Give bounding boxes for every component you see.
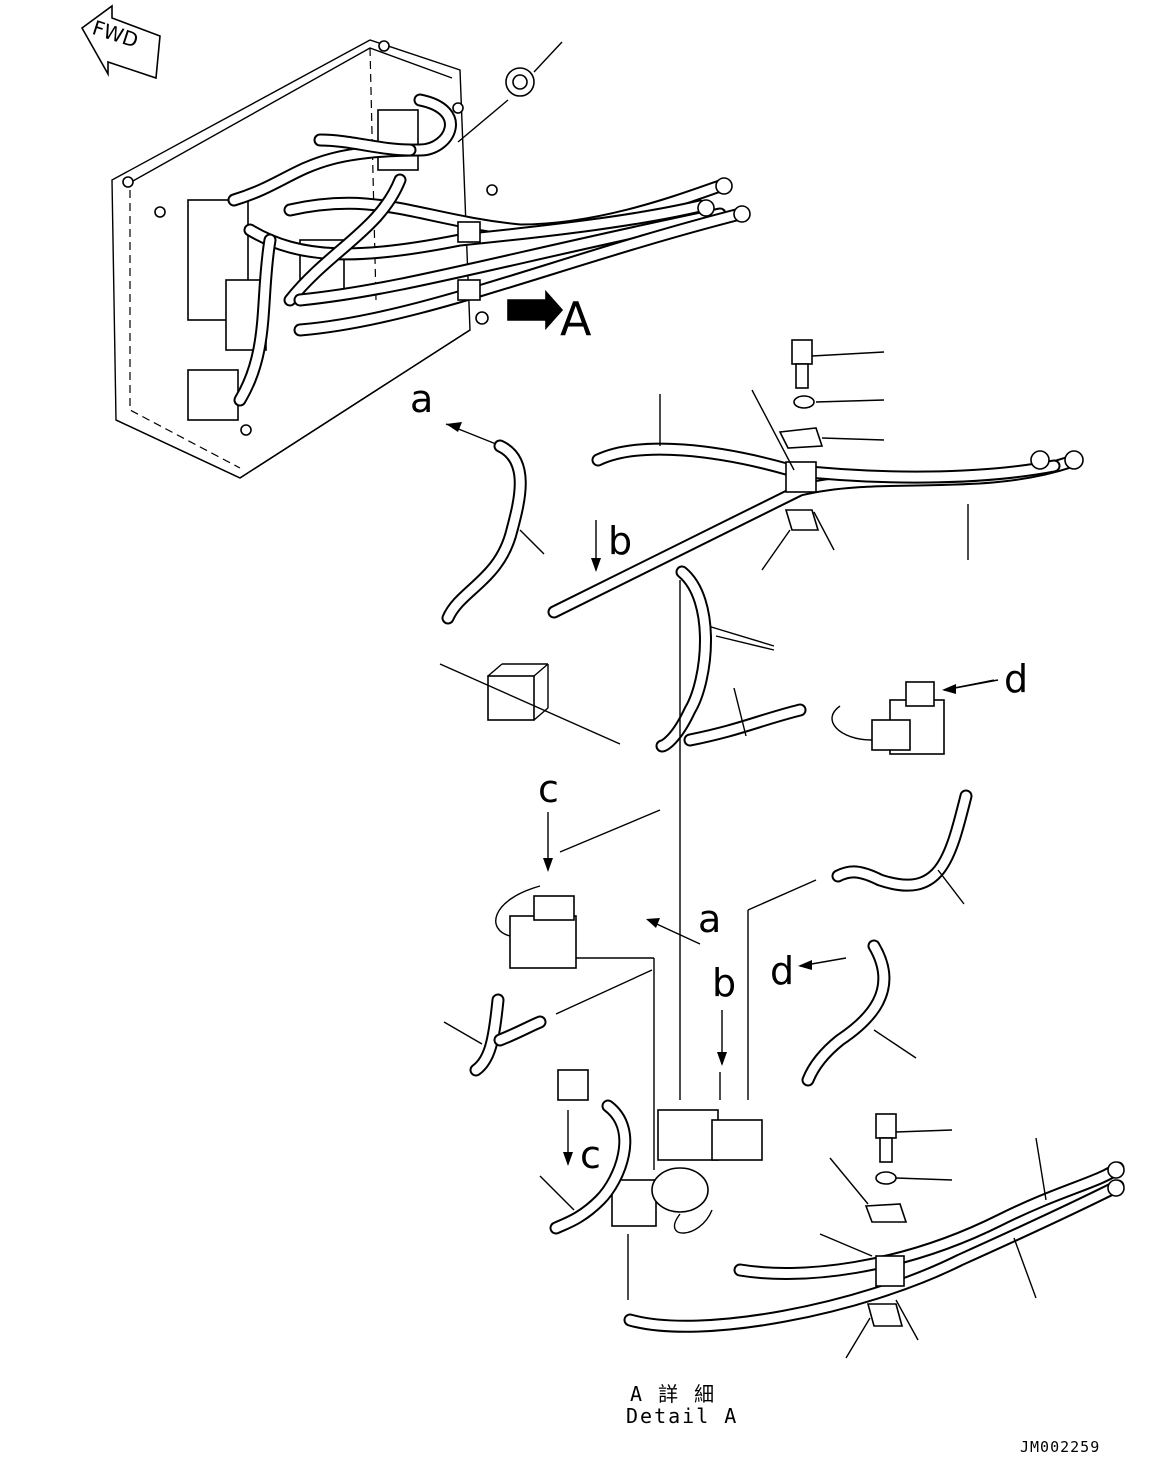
label-d-right: d: [1004, 657, 1029, 701]
detail-caption-en: Detail A: [626, 1404, 739, 1428]
label-d-mid: d: [770, 949, 795, 993]
drawing-code: JM002259: [1020, 1438, 1101, 1456]
label-a-mid: a: [698, 897, 722, 941]
label-a-top: a: [410, 377, 434, 421]
detail-caption-jp: A 詳 細: [630, 1382, 717, 1406]
detail-a-parts: [439, 339, 1125, 1359]
label-c-top: c: [538, 767, 559, 811]
upper-hoses: [227, 67, 751, 407]
label-b-mid: b: [712, 961, 737, 1005]
letter-arrows: [445, 422, 995, 1166]
view-arrow-label: A: [560, 292, 592, 346]
label-c-low: c: [580, 1133, 601, 1177]
label-b-top: b: [608, 519, 633, 563]
fwd-arrow: [80, 4, 161, 80]
upper-leaders: [457, 41, 564, 331]
